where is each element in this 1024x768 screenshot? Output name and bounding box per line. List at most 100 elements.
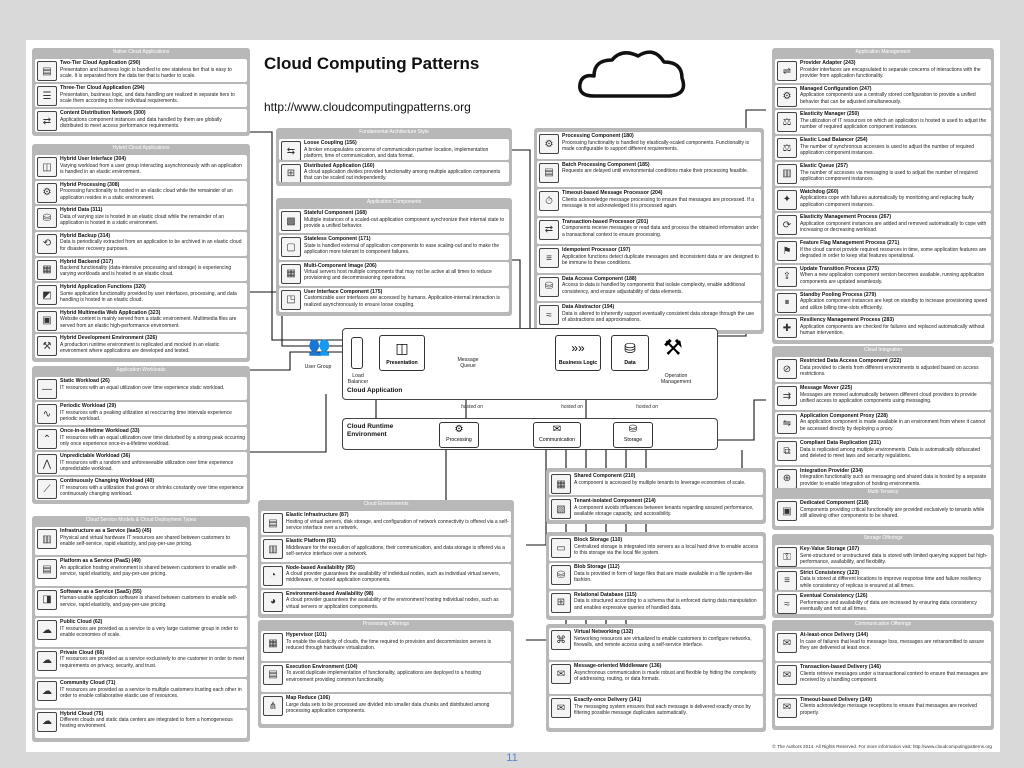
pattern-entry[interactable]: ⛁Data Access Component (188)Access to da… [537,274,761,302]
pattern-entry[interactable]: ⇄Content Distribution Network (300)Appli… [35,109,247,132]
pattern-entry[interactable]: ▤Execution Environment (104)To avoid dup… [261,662,511,693]
pattern-text: Stateful Component (168)Multiple instanc… [303,209,509,229]
pattern-entry[interactable]: ☁Community Cloud (71)IT resources are pr… [35,679,247,708]
load-balancer-component[interactable] [351,337,363,369]
pattern-entry[interactable]: ▧Tenant-isolated Component (214)A compon… [549,497,763,520]
pattern-entry[interactable]: ⊞Relational Database (115)Data is struct… [549,590,763,616]
pattern-entry[interactable]: ⟋Continuously Changing Workload (40)IT r… [35,477,247,500]
managed-configuration-icon: ⚙ [777,86,797,107]
pattern-entry[interactable]: ⟲Hybrid Backup (314)Data is periodically… [35,231,247,256]
pattern-entry[interactable]: ▥Infrastructure as a Service (IaaS) (45)… [35,527,247,556]
business-logic-component[interactable]: »» Business Logic [555,335,601,371]
pattern-entry[interactable]: ⊞Distributed Application (160)A cloud ap… [279,161,509,182]
panel-communication-offerings: Communication Offerings✉At-least-once De… [772,620,994,730]
pattern-name: Private Cloud (66) [60,649,105,656]
pattern-entry[interactable]: ≈Data Abstractor (194)Data is altered to… [537,303,761,331]
pattern-entry[interactable]: ⚿Key-Value Storage (107)Semi-structured … [775,545,991,567]
map-reduce-icon: ⋔ [263,696,283,717]
pattern-name: Message-oriented Middleware (136) [574,663,662,669]
pattern-entry[interactable]: ∿Periodic Workload (29)IT resources with… [35,402,247,425]
pattern-entry[interactable]: ✉Message-oriented Middleware (136)Asynch… [549,662,763,694]
data-component[interactable]: ⛁ Data [611,335,649,371]
presentation-component[interactable]: ◫ Presentation [379,335,425,371]
pattern-entry[interactable]: ◕Environment-based Availability (98)A cl… [261,589,511,614]
pattern-entry[interactable]: ▣Hybrid Multimedia Web Application (323)… [35,308,247,333]
pattern-entry[interactable]: ⌘Virtual Networking (132)Networking reso… [549,628,763,660]
pattern-entry[interactable]: ⚖Elastic Load Balancer (254)The number o… [775,136,991,160]
pattern-entry[interactable]: ▦Hypervisor (101)To enable the elasticit… [261,631,511,661]
panel-title: Hybrid Cloud Applications [112,145,170,151]
pattern-entry[interactable]: ◩Hybrid Application Functions (320)Some … [35,283,247,307]
pattern-entry[interactable]: ✦Watchdog (260)Applications cope with fa… [775,187,991,212]
pattern-entry[interactable]: ✉Exactly-once Delivery (141)The messagin… [549,696,763,728]
storage-component[interactable]: ⛁ Storage [613,422,653,448]
pattern-entry[interactable]: ⇆Loose Coupling (156)A broker encapsulat… [279,139,509,160]
pattern-entry[interactable]: ✉Transaction-based Delivery (146)Clients… [775,663,991,694]
pattern-description: A component avoids influences between te… [574,504,754,517]
pattern-entry[interactable]: ▥Elastic Platform (91)Middleware for the… [261,537,511,562]
pattern-entry[interactable]: ⏸Standby Pooling Process (279)Applicatio… [775,290,991,315]
pattern-entry[interactable]: ▤Elastic Infrastructure (87)Hosting of v… [261,511,511,536]
pattern-entry[interactable]: ▦Hybrid Backend (317)Backend functionali… [35,257,247,282]
pattern-entry[interactable]: ▤Platform as a Service (PaaS) (49)An app… [35,557,247,586]
pattern-entry[interactable]: ⚖Elasticity Manager (250)The utilization… [775,110,991,135]
pattern-entry[interactable]: ✚Resiliency Management Process (283)Appl… [775,316,991,341]
pattern-entry[interactable]: ⋀Unpredictable Workload (36)IT resources… [35,452,247,475]
pattern-entry[interactable]: ⇌Provider Adapter (243)Provider interfac… [775,59,991,83]
pattern-entry[interactable]: ▥Elastic Queue (257)The number of access… [775,161,991,186]
page-url[interactable]: http://www.cloudcomputingpatterns.org [264,100,471,114]
pattern-entry[interactable]: ▭Block Storage (110)Centralized storage … [549,536,763,562]
pattern-entry[interactable]: ⇪Update Transition Process (275)When a n… [775,264,991,289]
communication-component[interactable]: ✉ Communication [533,422,581,448]
pattern-entry[interactable]: ⧉Compliant Data Replication (231)Data is… [775,439,991,465]
pattern-text: Elastic Queue (257)The number of accesse… [799,162,991,182]
pattern-text: Elasticity Manager (250)The utilization … [799,110,991,130]
pattern-entry[interactable]: ⏱Timeout-based Message Processor (204)Cl… [537,189,761,216]
pattern-entry[interactable]: ☁Private Cloud (66)IT resources are prov… [35,648,247,678]
pattern-entry[interactable]: ✉Timeout-based Delivery (149)Clients ack… [775,695,991,726]
hybrid-data-icon: ⛁ [37,208,57,229]
pattern-entry[interactable]: ⚙Processing Component (180)Processing fu… [537,132,761,159]
pattern-entry[interactable]: ⛁Hybrid Data (311)Data of varying size i… [35,206,247,230]
pattern-entry[interactable]: ⚒Hybrid Development Environment (326)A p… [35,334,247,358]
pattern-entry[interactable]: ☰Three-Tier Cloud Application (294)Prese… [35,84,247,107]
pattern-list: ▭Block Storage (110)Centralized storage … [549,535,763,617]
copyright: © The Authors 2014. All Rights Reserved.… [772,744,992,749]
pattern-text: Hybrid Multimedia Web Application (323)W… [59,309,247,329]
pattern-entry[interactable]: ⇋Application Component Proxy (228)An app… [775,411,991,438]
pattern-entry[interactable]: ▣Dedicated Component (218)Components pro… [775,499,991,526]
pattern-entry[interactable]: ⊘Restricted Data Access Component (222)D… [775,357,991,383]
pattern-entry[interactable]: ⟳Elasticity Management Process (267)Appl… [775,213,991,238]
pattern-entry[interactable]: ≈Eventual Consistency (126)Performance a… [775,592,991,615]
pattern-entry[interactable]: ▤Batch Processing Component (185)Request… [537,160,761,188]
pattern-entry[interactable]: ≡Idempotent Processor (197)Application f… [537,246,761,273]
pattern-description: IT resources are provided as a service t… [60,686,242,699]
pattern-entry[interactable]: ▩Stateful Component (168)Multiple instan… [279,209,509,234]
pattern-description: Semi-structured or unstructured data is … [800,552,988,565]
pattern-entry[interactable]: ⇄Transaction-based Processor (201)Compon… [537,217,761,245]
pattern-entry[interactable]: ▢Stateless Component (171)State is handl… [279,235,509,260]
pattern-entry[interactable]: ⚙Hybrid Processing (308)Processing funct… [35,180,247,205]
pattern-entry[interactable]: ◫Hybrid User Interface (304)Varying work… [35,155,247,179]
two-tier-icon: ▤ [37,61,57,81]
pattern-name: Hybrid Development Environment (326) [60,335,158,342]
pattern-entry[interactable]: ▦Shared Component (210)A component is ac… [549,472,763,495]
pattern-entry[interactable]: ≡Strict Consistency (123)Data is stored … [775,568,991,591]
pattern-entry[interactable]: ◔Node-based Availability (95)A cloud pro… [261,563,511,588]
pattern-entry[interactable]: ⋔Map Reduce (106)Large data sets to be p… [261,694,511,725]
pattern-entry[interactable]: ◨Software as a Service (SaaS) (55)Human-… [35,587,247,617]
pattern-entry[interactable]: ☁Hybrid Cloud (75)Different clouds and s… [35,709,247,738]
pattern-entry[interactable]: ―Static Workload (26)IT resources with a… [35,377,247,400]
pattern-entry[interactable]: ▤Two-Tier Cloud Application (290)Present… [35,59,247,82]
pattern-entry[interactable]: ⚙Managed Configuration (247)Application … [775,84,991,109]
processing-component[interactable]: ⚙ Processing [439,422,479,448]
pattern-entry[interactable]: ☁Public Cloud (62)IT resources are provi… [35,618,247,647]
pattern-entry[interactable]: ⚑Feature Flag Management Process (271)If… [775,239,991,263]
pattern-entry[interactable]: ⊕Integration Provider (234)Integration f… [775,466,991,493]
pattern-entry[interactable]: ⛁Blob Storage (112)Data is provided in f… [549,563,763,589]
pattern-entry[interactable]: ◳User Interface Component (175)Customiza… [279,287,509,312]
pattern-entry[interactable]: ⌃Once-in-a-lifetime Workload (33)IT reso… [35,427,247,450]
pattern-entry[interactable]: ⇉Message Mover (225)Messages are moved a… [775,384,991,410]
pattern-entry[interactable]: ▦Multi-Component Image (206)Virtual serv… [279,261,509,286]
pattern-entry[interactable]: ✉At-least-once Delivery (144)In case of … [775,631,991,662]
